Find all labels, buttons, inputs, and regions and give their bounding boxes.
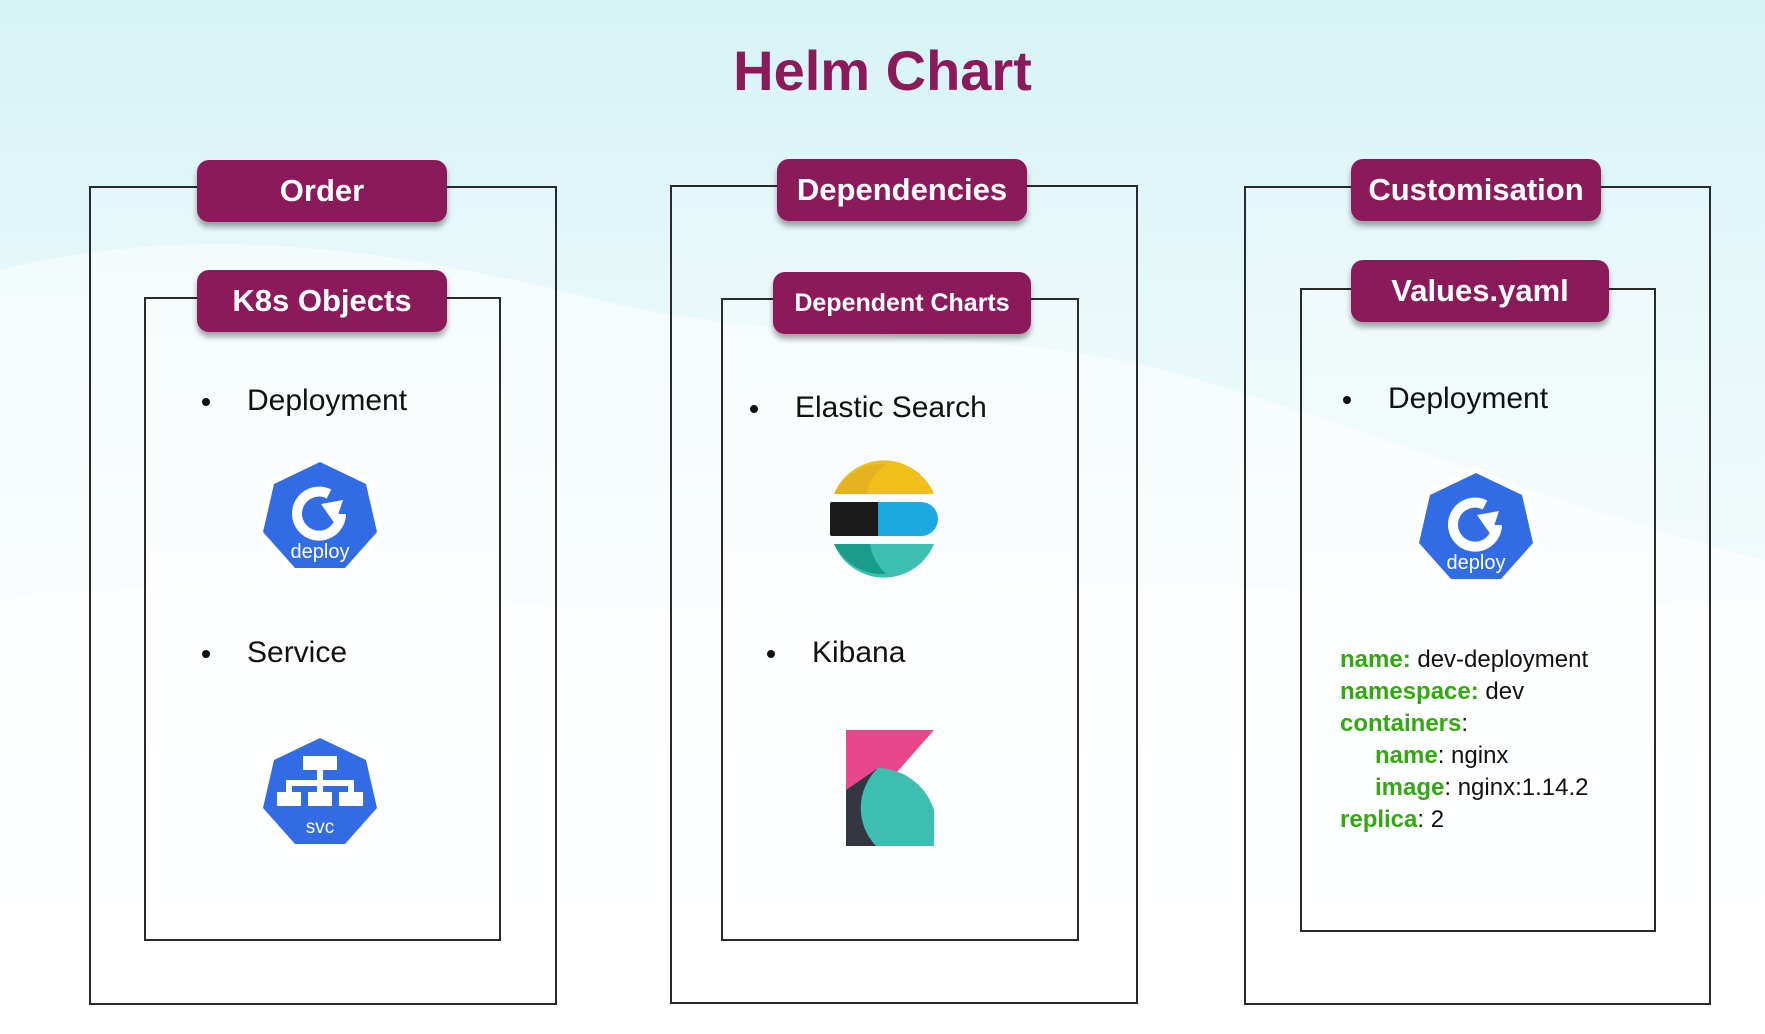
yaml-key: replica	[1340, 806, 1418, 833]
bullet-dot	[202, 398, 210, 406]
elastic-search-item-label: Elastic Search	[795, 391, 987, 424]
dependent-charts-subheader: Dependent Charts	[773, 272, 1031, 334]
k8s-deploy-icon: deploy	[257, 456, 383, 574]
svg-text:svc: svc	[306, 817, 335, 838]
deployment-item-label: Deployment	[247, 384, 408, 417]
yaml-line: namespace: dev	[1340, 676, 1588, 708]
bullet-dot	[202, 650, 210, 658]
yaml-line: replica: 2	[1340, 804, 1588, 836]
dependencies-header: Dependencies	[777, 159, 1027, 221]
service-item-label: Service	[247, 636, 348, 669]
yaml-line: image: nginx:1.14.2	[1340, 772, 1588, 804]
svg-text:deploy: deploy	[291, 541, 350, 563]
yaml-line: containers:	[1340, 708, 1588, 740]
deployment-item-label: Deployment	[1388, 382, 1549, 415]
kibana-item-label: Kibana	[812, 636, 906, 669]
k8s-deploy-icon: deploy	[1413, 467, 1539, 585]
yaml-key: namespace:	[1340, 678, 1479, 705]
elasticsearch-logo-icon	[830, 460, 938, 578]
yaml-value: :	[1461, 710, 1469, 737]
yaml-key: image	[1375, 774, 1445, 801]
order-header: Order	[197, 160, 447, 222]
page-title: Helm Chart	[733, 39, 1032, 102]
k8s-objects-subheader: K8s Objects	[197, 270, 447, 332]
bullet-dot	[1343, 396, 1351, 404]
bullet-dot	[750, 405, 758, 413]
svg-text:deploy: deploy	[1447, 552, 1506, 574]
yaml-key: name	[1375, 742, 1438, 769]
yaml-key: name:	[1340, 646, 1411, 673]
customisation-panel	[1244, 186, 1711, 1005]
kibana-logo-icon	[846, 730, 934, 846]
yaml-value: dev	[1478, 678, 1525, 705]
yaml-value: : nginx	[1437, 742, 1509, 769]
yaml-line: name: dev-deployment	[1340, 644, 1588, 676]
k8s-svc-icon: svc	[257, 732, 383, 850]
yaml-key: containers	[1340, 710, 1462, 737]
yaml-value: : 2	[1417, 806, 1445, 833]
bullet-dot	[767, 650, 775, 658]
yaml-line: name: nginx	[1340, 740, 1588, 772]
customisation-header: Customisation	[1351, 159, 1601, 221]
values-yaml-subheader: Values.yaml	[1351, 260, 1609, 322]
yaml-value: : nginx:1.14.2	[1444, 774, 1589, 801]
values-yaml-code: name: dev-deployment namespace: dev cont…	[1340, 644, 1588, 836]
yaml-value: dev-deployment	[1410, 646, 1589, 673]
